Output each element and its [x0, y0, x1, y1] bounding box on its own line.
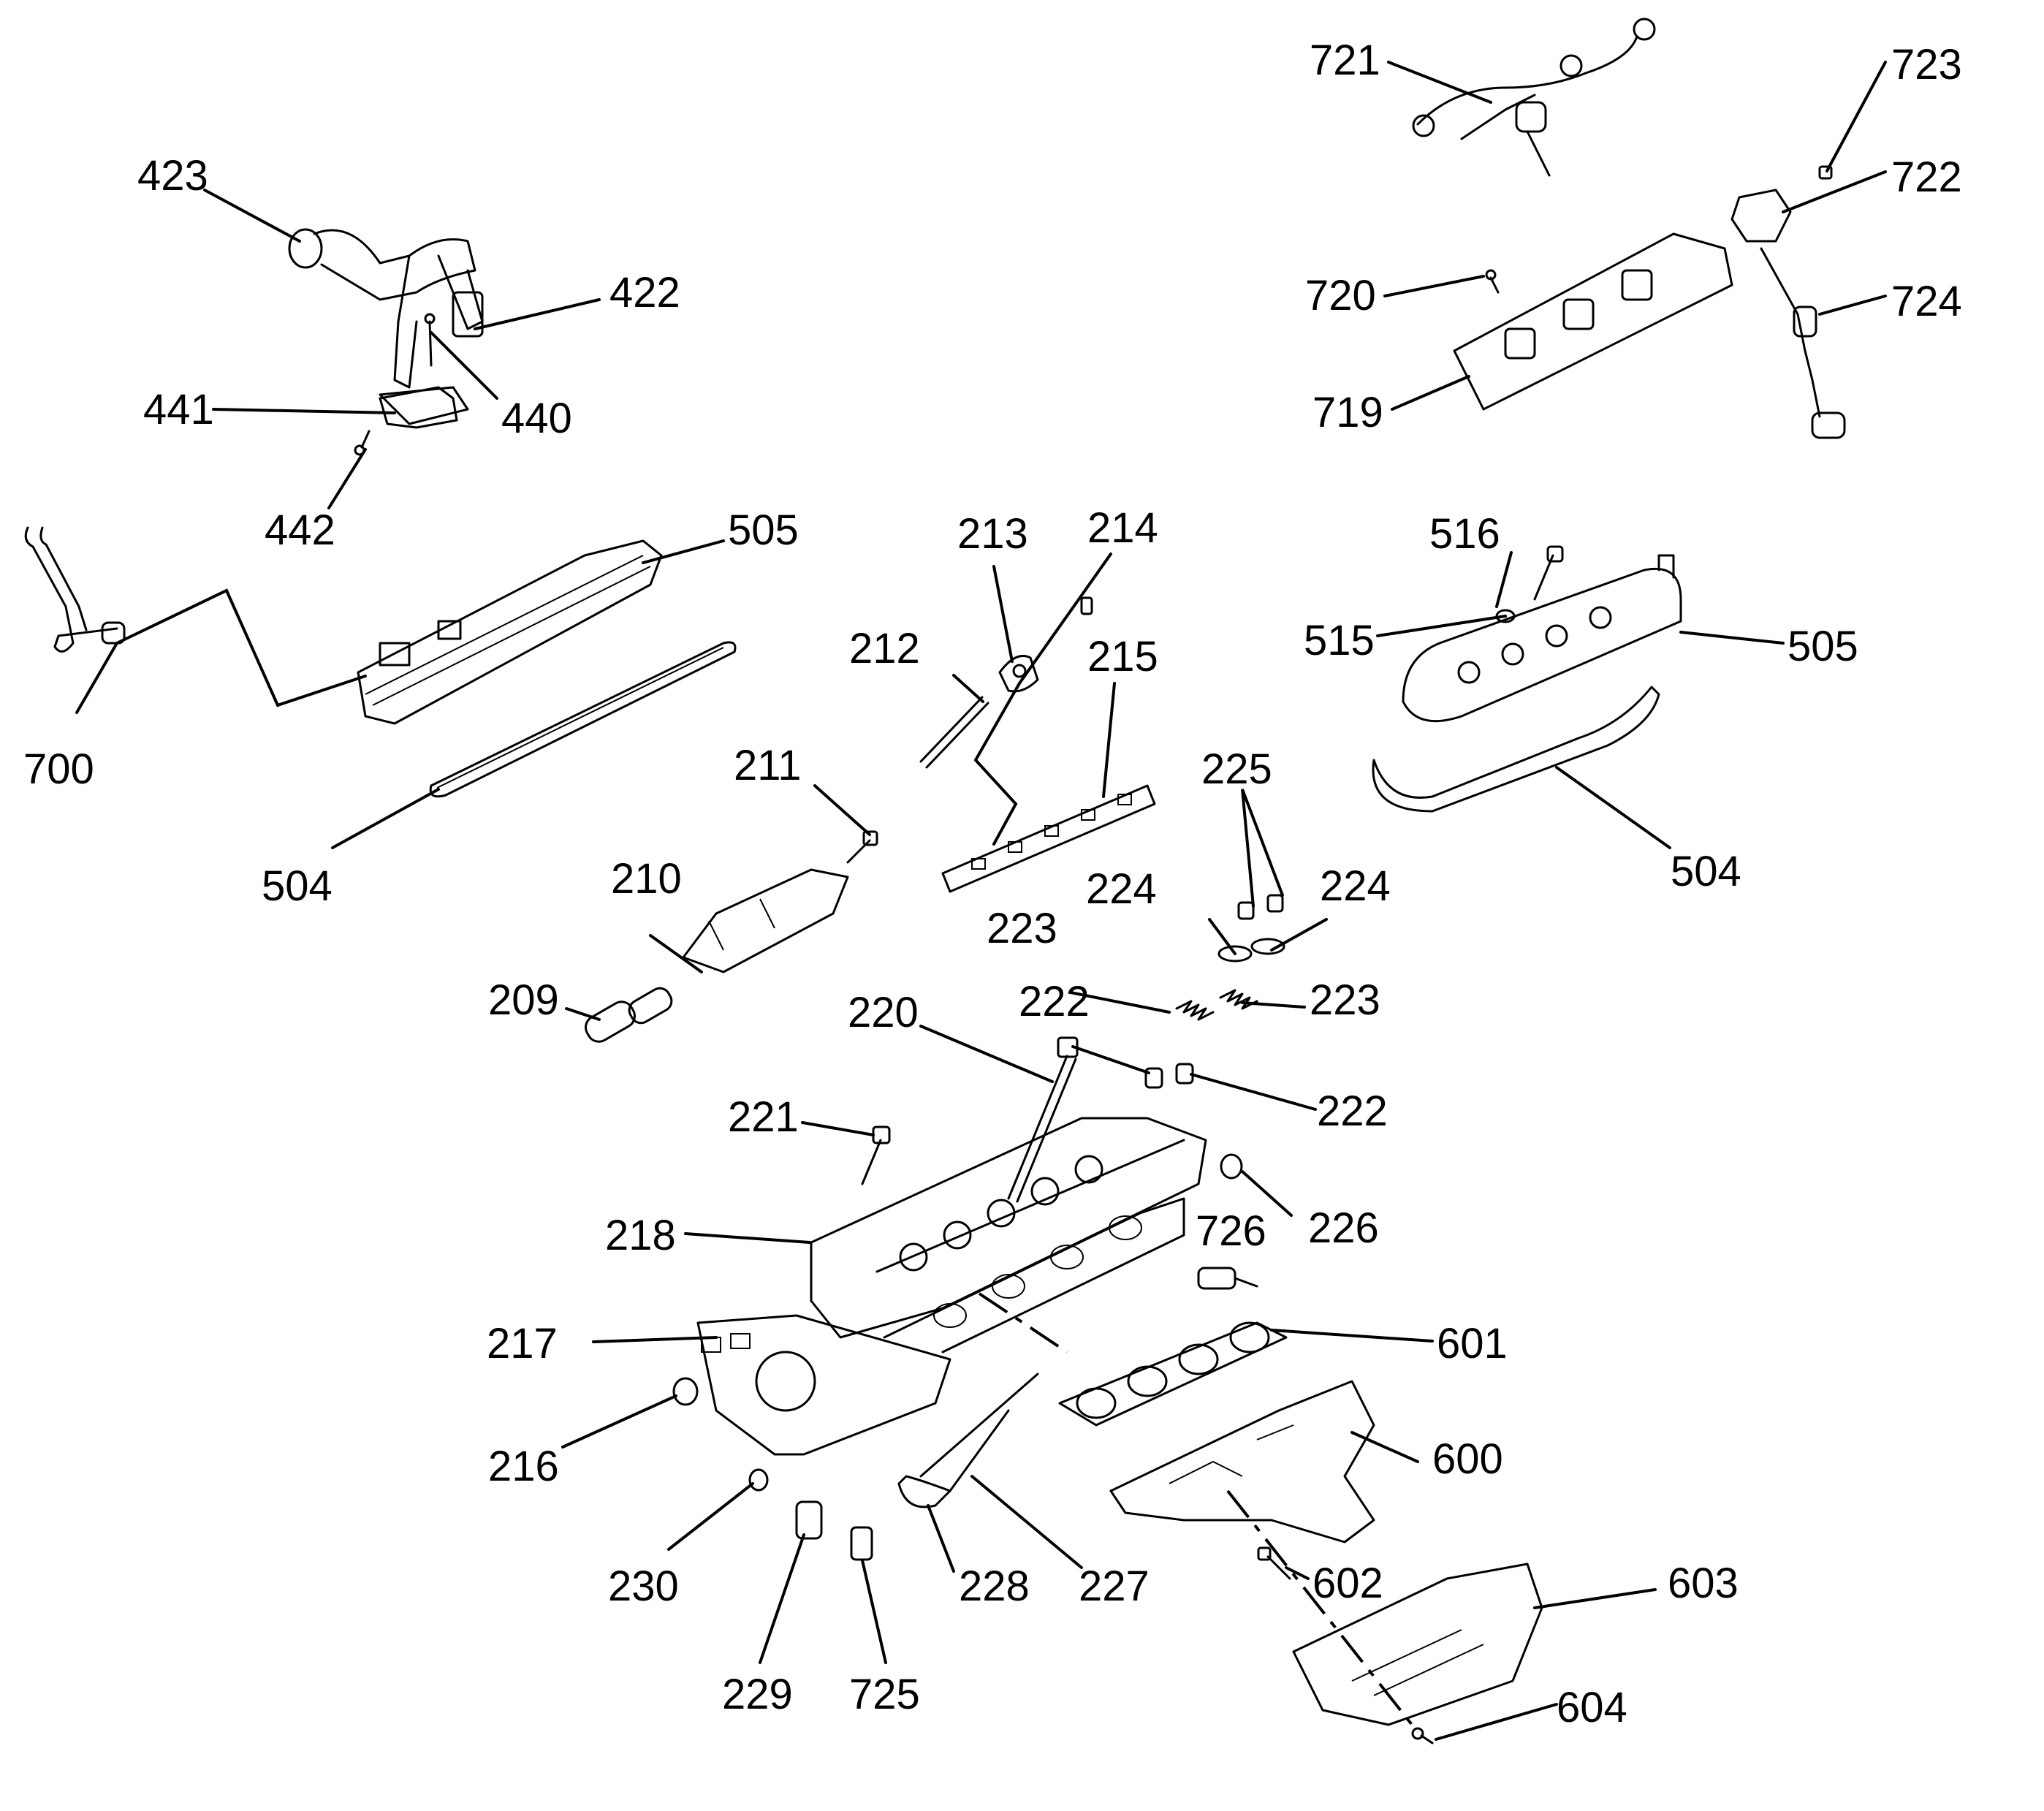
bolt-211 [846, 830, 878, 864]
callout-228: 228 [959, 1563, 1030, 1610]
callout-218: 218 [605, 1212, 676, 1259]
plug-216 [672, 1377, 699, 1406]
sensor-725 [850, 1526, 873, 1561]
valve-spring-retainers-224 [1217, 938, 1285, 963]
assembly-line [1226, 1489, 1419, 1734]
wiring-harness-721 [1412, 18, 1656, 177]
rocker-support-215 [941, 784, 1156, 893]
heat-shield-bolt-604 [1411, 1727, 1434, 1744]
callout-212: 212 [849, 625, 920, 672]
callout-721: 721 [1310, 37, 1380, 84]
callout-719: 719 [1312, 389, 1383, 436]
plug-226 [1220, 1153, 1243, 1180]
exhaust-manifold-600 [1109, 1380, 1375, 1544]
coil-bracket-719 [1453, 232, 1733, 411]
spark-plug-wire-724 [1760, 247, 1846, 439]
pushrod-212 [919, 696, 989, 769]
exhaust-valve-227 [919, 1292, 1068, 1478]
bolt-442 [354, 430, 371, 456]
callout-442: 442 [265, 506, 335, 554]
callout-723: 723 [1891, 41, 1962, 88]
valve-lifters-209 [585, 987, 673, 1043]
callout-216: 216 [488, 1443, 559, 1490]
callout-225: 225 [1201, 745, 1272, 793]
callout-602: 602 [1312, 1560, 1383, 1607]
valve-stem-seals-222 [1144, 1063, 1194, 1089]
head-gasket-217 [696, 1314, 951, 1456]
bolt-723 [1818, 165, 1833, 180]
exhaust-gasket-601 [1058, 1321, 1288, 1427]
valve-cover-right-505 [1402, 554, 1682, 723]
ignition-coil-722 [1730, 189, 1792, 243]
callout-209: 209 [488, 976, 559, 1024]
callout-215: 215 [1087, 633, 1158, 680]
water-pipe-assembly [288, 228, 484, 425]
head-bolt-221 [861, 1125, 891, 1185]
callout-220: 220 [848, 989, 919, 1036]
valve-cover-gasket-left-504 [429, 641, 737, 798]
sensor-229 [795, 1500, 823, 1540]
bracket-441 [379, 386, 458, 429]
plug-230 [748, 1468, 769, 1492]
callout-505-left: 505 [728, 506, 799, 554]
bolt-440 [424, 313, 436, 367]
valve-cover-left-505 [357, 539, 663, 725]
lifter-guide-210 [682, 868, 849, 973]
valve-locks-225 [1237, 894, 1284, 920]
valve-springs-223 [1175, 989, 1258, 1021]
callout-226: 226 [1308, 1204, 1379, 1252]
sensor-726 [1197, 1267, 1258, 1290]
callout-224-right: 224 [1320, 862, 1391, 910]
valve-cover-gasket-right-504 [1372, 686, 1660, 813]
callout-441: 441 [143, 386, 214, 433]
callout-423: 423 [137, 152, 208, 200]
callout-229: 229 [722, 1671, 793, 1718]
callout-700: 700 [23, 745, 94, 793]
leader-lines [75, 61, 1887, 1741]
callout-214: 214 [1087, 504, 1158, 552]
callout-217: 217 [487, 1320, 558, 1367]
rocker-bolt-214 [1080, 596, 1093, 615]
callout-516: 516 [1429, 510, 1500, 558]
callout-223-left: 223 [987, 905, 1057, 952]
callout-720: 720 [1305, 272, 1376, 319]
callout-222-left: 222 [1019, 978, 1090, 1025]
callout-213: 213 [957, 510, 1028, 558]
callout-227: 227 [1079, 1563, 1150, 1610]
callout-600: 600 [1432, 1435, 1503, 1483]
callout-224-left: 224 [1086, 865, 1157, 913]
callout-603: 603 [1668, 1560, 1739, 1607]
callout-604: 604 [1557, 1684, 1627, 1731]
callout-601: 601 [1437, 1320, 1508, 1367]
callout-221: 221 [728, 1093, 799, 1141]
callout-726: 726 [1196, 1207, 1266, 1255]
callout-504-left: 504 [262, 862, 333, 910]
callout-515: 515 [1304, 617, 1375, 664]
callout-504-right: 504 [1671, 848, 1741, 895]
callout-211: 211 [734, 742, 801, 789]
callout-422: 422 [609, 269, 680, 316]
callout-505-right: 505 [1787, 623, 1858, 670]
callout-labels: 423 422 440 441 442 505 700 504 212 213 … [23, 37, 1962, 1731]
valve-cover-bolt-516 [1533, 545, 1564, 601]
callout-223-right: 223 [1310, 976, 1380, 1024]
callout-222-right: 222 [1317, 1087, 1388, 1135]
callout-210: 210 [611, 855, 682, 903]
cylinder-head-218 [810, 1117, 1207, 1353]
bolt-720 [1485, 269, 1500, 294]
intake-valve-228 [897, 1409, 1010, 1508]
manifold-bolt-602 [1257, 1546, 1291, 1580]
callout-440: 440 [501, 395, 572, 442]
callout-725: 725 [849, 1671, 920, 1718]
callout-722: 722 [1891, 153, 1962, 201]
callout-230: 230 [608, 1563, 679, 1610]
head-bolt-220 [1007, 1036, 1079, 1203]
callout-724: 724 [1891, 278, 1962, 325]
pcv-tube-700 [24, 526, 126, 653]
